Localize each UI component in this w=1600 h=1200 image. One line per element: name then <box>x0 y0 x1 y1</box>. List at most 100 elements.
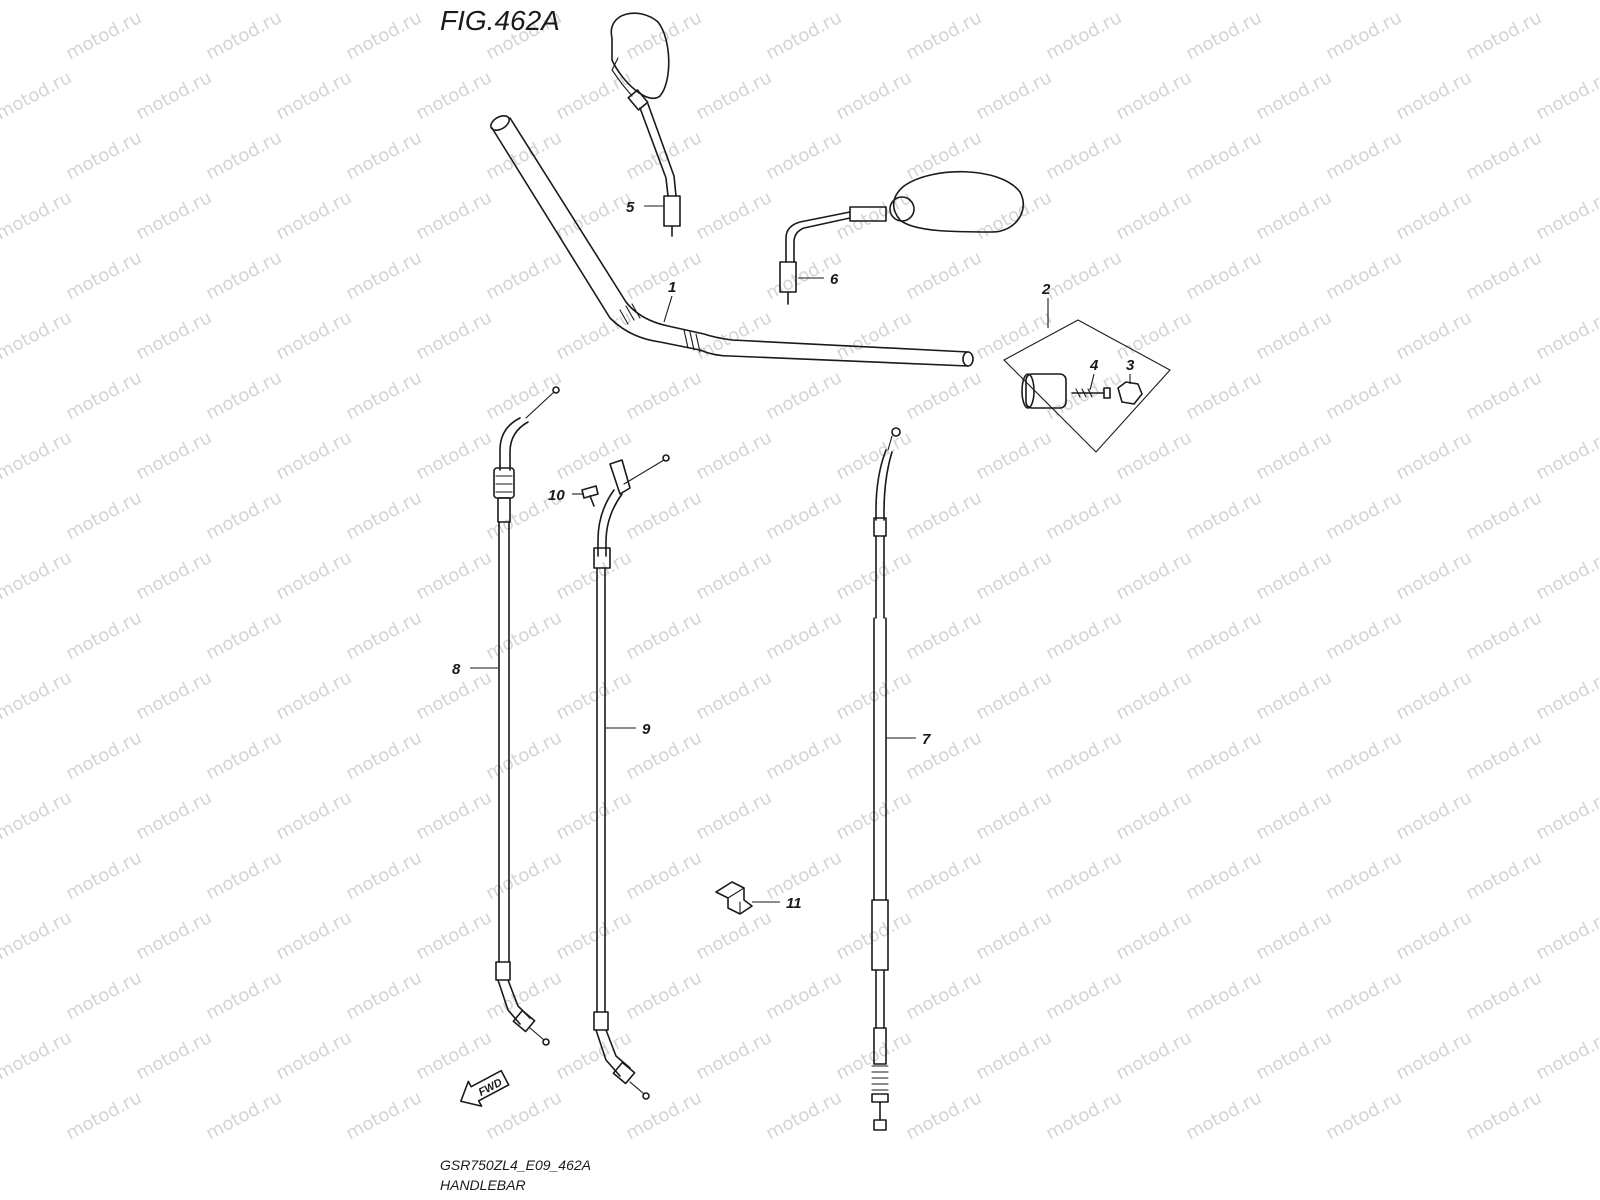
watermark-text: motod.ru <box>762 367 845 424</box>
mirror-right-part[interactable] <box>779 170 1025 305</box>
svg-text:3: 3 <box>1126 357 1135 374</box>
watermark-text: motod.ru <box>482 367 565 424</box>
watermark-text: motod.ru <box>482 607 565 664</box>
watermark-text: motod.ru <box>342 7 425 64</box>
watermark-text: motod.ru <box>1322 247 1405 304</box>
watermark-text: motod.ru <box>1532 547 1600 604</box>
watermark-text: motod.ru <box>692 907 775 964</box>
watermark-text: motod.ru <box>622 7 705 64</box>
watermark-text: motod.ru <box>1042 847 1125 904</box>
clutch-cable-part[interactable] <box>871 427 901 1131</box>
watermark-text: motod.ru <box>902 487 985 544</box>
watermark-text: motod.ru <box>1252 907 1335 964</box>
footer-code: GSR750ZL4_E09_462A <box>440 1157 591 1173</box>
watermark-text: motod.ru <box>1392 427 1475 484</box>
watermark-text: motod.ru <box>1042 727 1125 784</box>
watermark-text: motod.ru <box>272 907 355 964</box>
callout-3: 3 <box>1126 357 1135 384</box>
svg-text:4: 4 <box>1089 357 1099 374</box>
watermark-text: motod.ru <box>1182 487 1265 544</box>
watermark-text: motod.ru <box>552 1027 635 1084</box>
watermark-text: motod.ru <box>1112 427 1195 484</box>
watermark-text: motod.ru <box>1462 1087 1545 1144</box>
watermark-text: motod.ru <box>202 487 285 544</box>
watermark-text: motod.ru <box>552 67 635 124</box>
watermark-text: motod.ru <box>62 727 145 784</box>
watermark-text: motod.ru <box>552 667 635 724</box>
watermark-text: motod.ru <box>202 247 285 304</box>
watermark-text: motod.ru <box>762 967 845 1024</box>
watermark-text: motod.ru <box>972 307 1055 364</box>
callout-1: 1 <box>663 279 676 323</box>
watermark-text: motod.ru <box>1462 727 1545 784</box>
watermark-text: motod.ru <box>0 307 75 364</box>
watermark-text: motod.ru <box>342 367 425 424</box>
watermark-text: motod.ru <box>1322 487 1405 544</box>
throttle-cable-no1-part[interactable] <box>493 386 560 1046</box>
fwd-arrow-icon: FWD <box>460 1069 510 1107</box>
watermark-text: motod.ru <box>342 247 425 304</box>
watermark-text: motod.ru <box>1182 127 1265 184</box>
balancer-screw-part[interactable] <box>1071 387 1111 399</box>
watermark-text: motod.ru <box>1462 127 1545 184</box>
watermark-text: motod.ru <box>1252 427 1335 484</box>
throttle-cable-no2-part[interactable] <box>593 454 670 1100</box>
watermark-text: motod.ru <box>1042 247 1125 304</box>
watermark-text: motod.ru <box>1112 307 1195 364</box>
watermark-text: motod.ru <box>202 367 285 424</box>
cable-clamp-part[interactable] <box>715 881 753 915</box>
callout-10: 10 <box>548 487 584 504</box>
svg-text:11: 11 <box>786 895 802 912</box>
callout-7: 7 <box>886 731 931 748</box>
svg-text:8: 8 <box>452 661 461 678</box>
watermark-text: motod.ru <box>132 67 215 124</box>
watermark-text: motod.ru <box>1392 787 1475 844</box>
watermark-text: motod.ru <box>1042 367 1125 424</box>
watermark-text: motod.ru <box>62 247 145 304</box>
watermark-text: motod.ru <box>902 247 985 304</box>
watermark-text: motod.ru <box>1112 667 1195 724</box>
watermark-text: motod.ru <box>412 187 495 244</box>
watermark-text: motod.ru <box>762 1087 845 1144</box>
watermark-text: motod.ru <box>1532 1027 1600 1084</box>
watermark-text: motod.ru <box>1182 247 1265 304</box>
watermark-text: motod.ru <box>972 907 1055 964</box>
watermark-text: motod.ru <box>692 67 775 124</box>
watermark-text: motod.ru <box>972 427 1055 484</box>
screw-part[interactable] <box>581 485 599 507</box>
watermark-text: motod.ru <box>62 367 145 424</box>
watermark-text: motod.ru <box>1322 607 1405 664</box>
watermark-text: motod.ru <box>1532 787 1600 844</box>
mirror-left-part[interactable] <box>610 12 681 237</box>
watermark-text: motod.ru <box>482 727 565 784</box>
callout-11: 11 <box>752 895 802 912</box>
watermark-text: motod.ru <box>1462 7 1545 64</box>
watermark-text: motod.ru <box>972 187 1055 244</box>
watermark-text: motod.ru <box>1392 667 1475 724</box>
callout-2: 2 <box>1041 281 1051 328</box>
balancer-weight-part[interactable] <box>1021 373 1067 409</box>
watermark-text: motod.ru <box>342 127 425 184</box>
watermark-text: motod.ru <box>1462 607 1545 664</box>
watermark-text: motod.ru <box>902 727 985 784</box>
watermark-text: motod.ru <box>832 547 915 604</box>
watermark-text: motod.ru <box>832 307 915 364</box>
watermark-text: motod.ru <box>832 187 915 244</box>
watermark-text: motod.ru <box>832 67 915 124</box>
watermark-text: motod.ru <box>1462 247 1545 304</box>
watermark-text: motod.ru <box>202 967 285 1024</box>
watermark-text: motod.ru <box>1532 307 1600 364</box>
watermark-text: motod.ru <box>1042 1087 1125 1144</box>
balancer-cap-part[interactable] <box>1117 381 1143 405</box>
watermark-text: motod.ru <box>482 967 565 1024</box>
svg-text:10: 10 <box>548 487 565 504</box>
watermark-text: motod.ru <box>692 547 775 604</box>
callout-9: 9 <box>606 721 651 738</box>
footer-name: HANDLEBAR <box>440 1177 526 1193</box>
watermark-text: motod.ru <box>272 547 355 604</box>
handlebar-part[interactable] <box>488 113 974 367</box>
watermark-text: motod.ru <box>1112 547 1195 604</box>
watermark-text: motod.ru <box>62 127 145 184</box>
watermark-text: motod.ru <box>272 1027 355 1084</box>
